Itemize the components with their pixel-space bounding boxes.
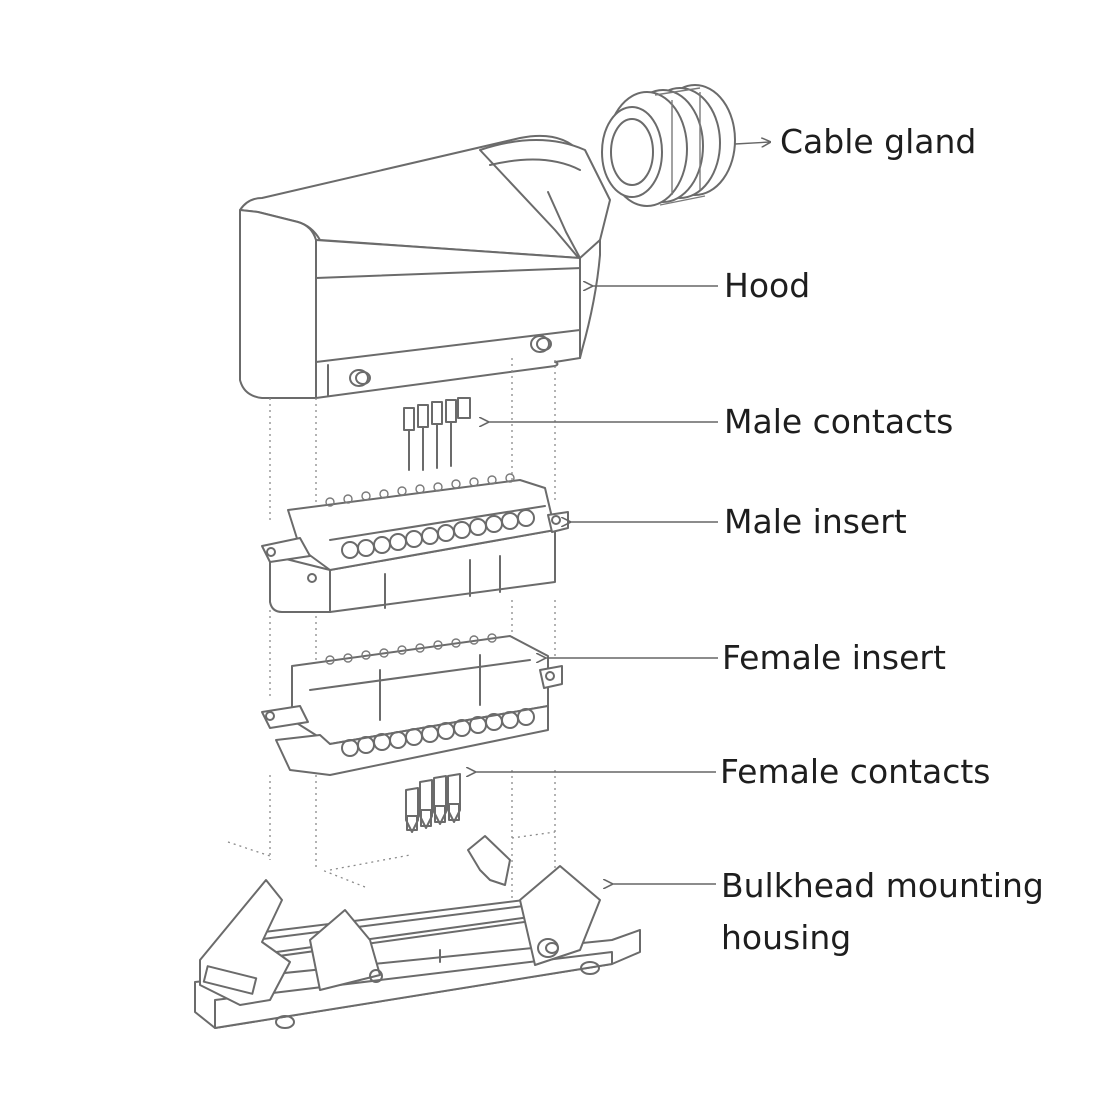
alignment-lines (227, 358, 556, 910)
label-hood: Hood (724, 266, 811, 305)
leader-lines (475, 142, 770, 884)
label-male-contacts: Male contacts (724, 402, 954, 441)
label-male-insert: Male insert (724, 502, 907, 541)
label-bulkhead-mounting-housing: Bulkhead mounting housing (721, 866, 1044, 958)
bulkhead-housing-part (194, 835, 641, 1029)
male-contacts-part (403, 397, 471, 471)
label-cable-gland: Cable gland (780, 122, 977, 161)
male-insert-terminals (325, 473, 535, 559)
hood-part (239, 134, 611, 399)
male-insert-part (261, 473, 569, 613)
label-female-contacts: Female contacts (720, 752, 991, 791)
female-insert-terminals (325, 633, 535, 757)
female-insert-part (261, 633, 563, 776)
label-female-insert: Female insert (722, 638, 946, 677)
female-contacts-part (405, 773, 461, 833)
cable-gland-part (601, 84, 736, 207)
